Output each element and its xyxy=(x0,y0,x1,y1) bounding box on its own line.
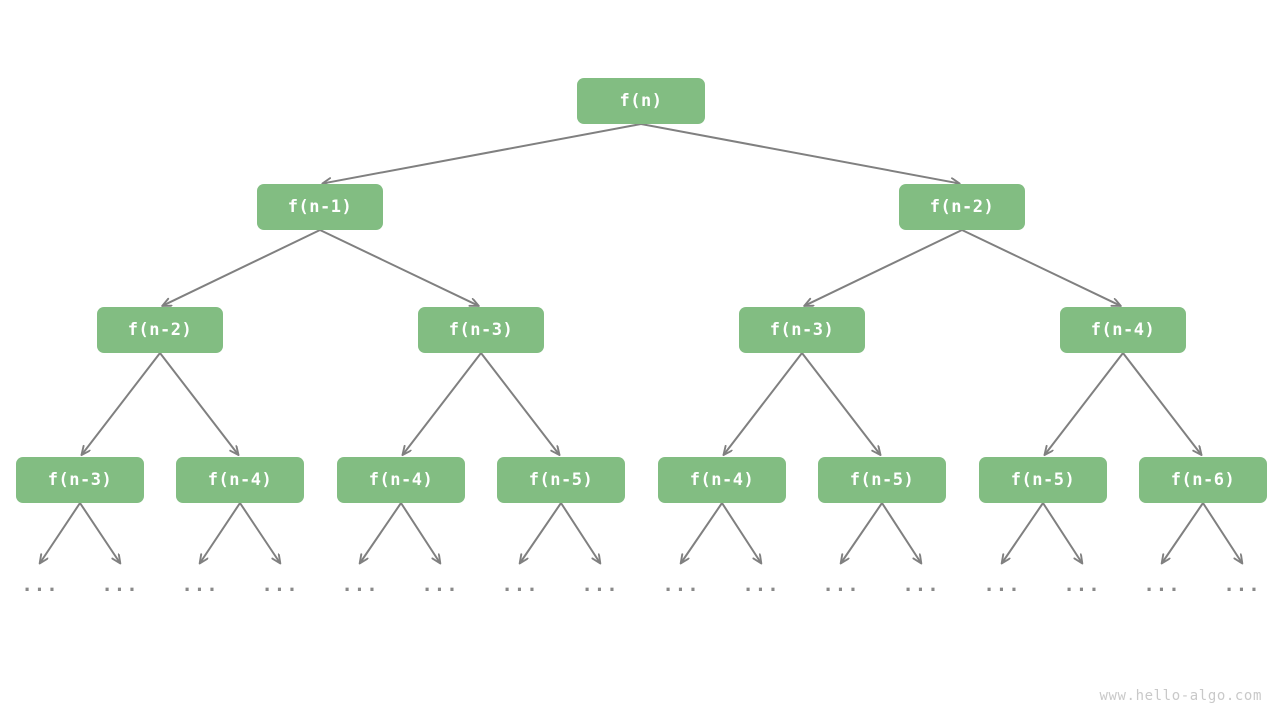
ellipsis-marker: ... xyxy=(662,574,700,596)
tree-node-l3n0: f(n-2) xyxy=(97,307,223,353)
ellipsis-marker: ... xyxy=(983,574,1021,596)
edge-l4n1-to-ellipsis-3 xyxy=(239,502,280,563)
ellipsis-marker: ... xyxy=(1143,574,1181,596)
tree-node-l4n0: f(n-3) xyxy=(16,457,144,503)
tree-node-l4n3: f(n-5) xyxy=(497,457,625,503)
tree-node-l3n1: f(n-3) xyxy=(418,307,544,353)
edge-l4n5-to-ellipsis-11 xyxy=(881,502,921,563)
ellipsis-marker: ... xyxy=(501,574,539,596)
ellipsis-marker: ... xyxy=(1063,574,1101,596)
edge-l4n0-to-ellipsis-0 xyxy=(40,502,81,563)
tree-node-l3n3: f(n-4) xyxy=(1060,307,1186,353)
edge-l4n6-to-ellipsis-13 xyxy=(1042,502,1082,563)
edge-l3n1-to-l4n3 xyxy=(480,352,559,455)
edge-l3n0-to-l4n0 xyxy=(82,352,161,455)
edge-l3n0-to-l4n1 xyxy=(159,352,238,455)
edge-l4n4-to-ellipsis-8 xyxy=(681,502,723,563)
watermark: www.hello-algo.com xyxy=(1099,688,1262,704)
edge-l3n1-to-l4n2 xyxy=(403,352,482,455)
edge-l4n1-to-ellipsis-2 xyxy=(200,502,241,563)
ellipsis-marker: ... xyxy=(261,574,299,596)
tree-node-l2n0: f(n-1) xyxy=(257,184,383,230)
ellipsis-marker: ... xyxy=(581,574,619,596)
ellipsis-marker: ... xyxy=(1223,574,1261,596)
ellipsis-marker: ... xyxy=(902,574,940,596)
tree-node-l4n6: f(n-5) xyxy=(979,457,1107,503)
edge-l1n0-to-l2n1 xyxy=(640,123,959,183)
tree-node-l4n5: f(n-5) xyxy=(818,457,946,503)
edge-l2n1-to-l3n3 xyxy=(961,229,1120,306)
ellipsis-marker: ... xyxy=(341,574,379,596)
tree-node-l2n1: f(n-2) xyxy=(899,184,1025,230)
tree-node-l4n2: f(n-4) xyxy=(337,457,465,503)
edge-l3n3-to-l4n7 xyxy=(1122,352,1201,455)
edge-l4n5-to-ellipsis-10 xyxy=(841,502,883,563)
tree-node-l4n4: f(n-4) xyxy=(658,457,786,503)
edge-l4n3-to-ellipsis-7 xyxy=(560,502,600,563)
edge-l4n2-to-ellipsis-4 xyxy=(360,502,402,563)
edge-l4n3-to-ellipsis-6 xyxy=(520,502,562,563)
ellipsis-marker: ... xyxy=(21,574,59,596)
edge-l3n3-to-l4n6 xyxy=(1045,352,1124,455)
ellipsis-marker: ... xyxy=(181,574,219,596)
edge-l4n2-to-ellipsis-5 xyxy=(400,502,440,563)
edge-l4n7-to-ellipsis-15 xyxy=(1202,502,1242,563)
ellipsis-marker: ... xyxy=(421,574,459,596)
ellipsis-marker: ... xyxy=(101,574,139,596)
tree-node-l4n1: f(n-4) xyxy=(176,457,304,503)
edge-l3n2-to-l4n4 xyxy=(724,352,803,455)
edge-l2n1-to-l3n2 xyxy=(805,229,963,306)
edge-l1n0-to-l2n0 xyxy=(323,123,642,183)
edge-l4n0-to-ellipsis-1 xyxy=(79,502,120,563)
ellipsis-marker: ... xyxy=(742,574,780,596)
edge-l2n0-to-l3n1 xyxy=(319,229,478,306)
ellipsis-marker: ... xyxy=(822,574,860,596)
edge-l3n2-to-l4n5 xyxy=(801,352,880,455)
edge-l2n0-to-l3n0 xyxy=(163,229,321,306)
edge-l4n6-to-ellipsis-12 xyxy=(1002,502,1044,563)
tree-node-l4n7: f(n-6) xyxy=(1139,457,1267,503)
edge-l4n7-to-ellipsis-14 xyxy=(1162,502,1204,563)
tree-node-l1n0: f(n) xyxy=(577,78,705,124)
edge-l4n4-to-ellipsis-9 xyxy=(721,502,761,563)
tree-node-l3n2: f(n-3) xyxy=(739,307,865,353)
